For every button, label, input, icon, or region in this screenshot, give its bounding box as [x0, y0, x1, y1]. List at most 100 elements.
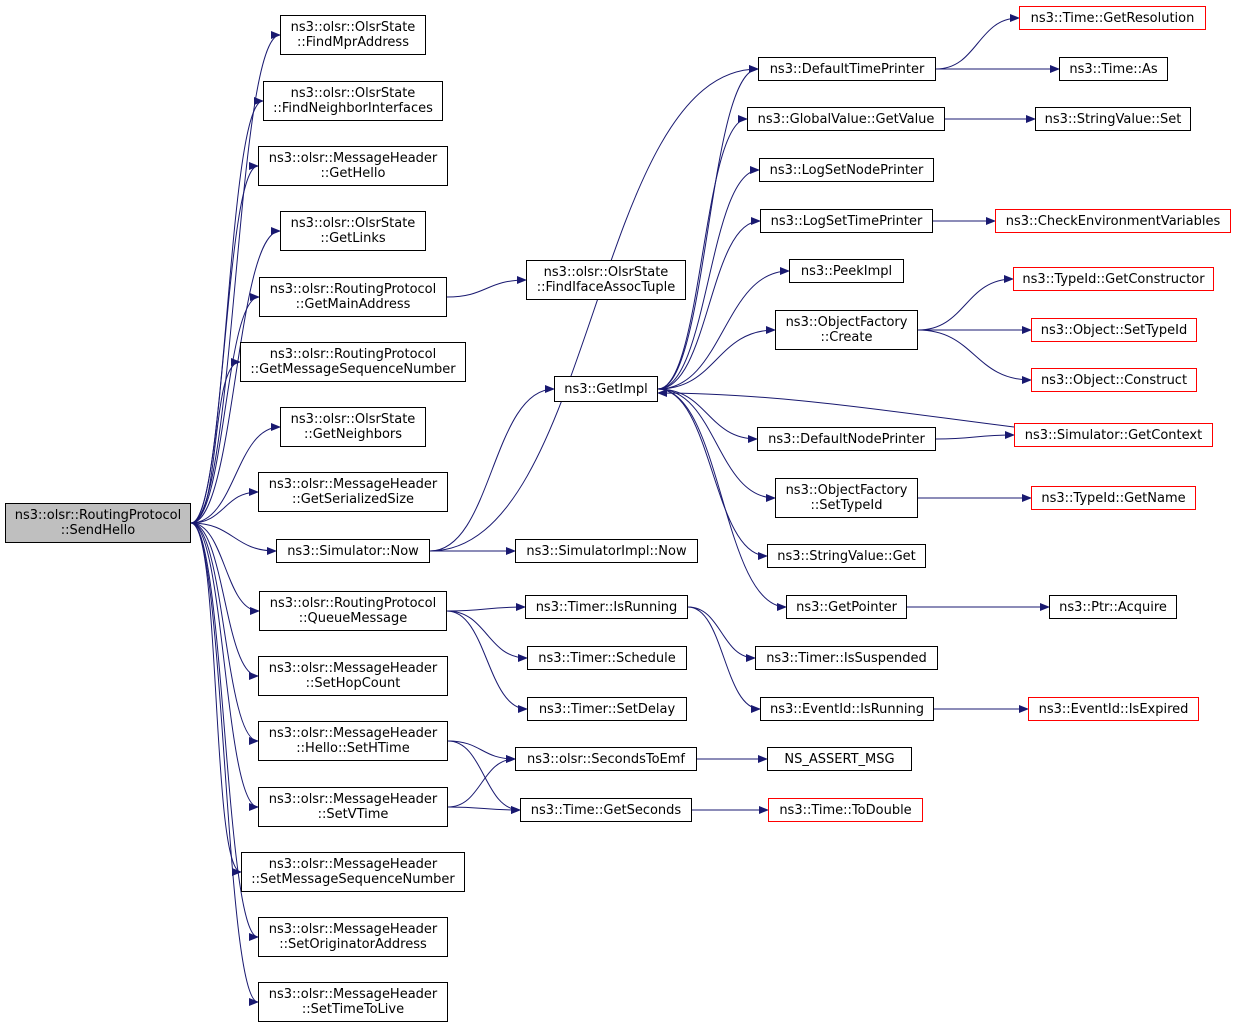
node-label: ns3::Time::GetResolution	[1030, 10, 1195, 26]
node-label: ns3::DefaultNodePrinter	[768, 431, 925, 447]
edge-setvtime-to-getseconds	[447, 805, 521, 814]
node-objectconstruct[interactable]: ns3::Object::Construct	[1031, 368, 1197, 392]
node-label: ns3::olsr::OlsrState	[290, 216, 416, 231]
node-simimplnow[interactable]: ns3::SimulatorImpl::Now	[515, 539, 698, 563]
node-getlinks[interactable]: ns3::olsr::OlsrState::GetLinks	[280, 211, 426, 251]
node-queuemsg[interactable]: ns3::olsr::RoutingProtocol::QueueMessage	[259, 591, 447, 631]
node-getserialized[interactable]: ns3::olsr::MessageHeader::GetSerializedS…	[258, 472, 448, 512]
node-label: ::GetSerializedSize	[291, 492, 415, 507]
node-typeidgetconstructor[interactable]: ns3::TypeId::GetConstructor	[1013, 267, 1214, 291]
node-objfactorycreate[interactable]: ns3::ObjectFactory::Create	[775, 310, 918, 350]
node-label: ::FindMprAddress	[297, 35, 409, 50]
node-getmainaddr[interactable]: ns3::olsr::RoutingProtocol::GetMainAddre…	[259, 277, 447, 317]
node-label: ns3::Object::SetTypeId	[1040, 322, 1188, 338]
edge-sethtime-to-getseconds	[447, 740, 521, 814]
node-getimpl[interactable]: ns3::GetImpl	[554, 376, 658, 402]
node-label: ::SetOriginatorAddress	[279, 937, 427, 952]
node-findneigh[interactable]: ns3::olsr::OlsrState::FindNeighborInterf…	[263, 81, 443, 121]
edge-getimpl-to-objfactorycreate	[657, 326, 776, 390]
node-label: ns3::Timer::Schedule	[538, 650, 676, 666]
node-label: ::FindNeighborInterfaces	[273, 101, 433, 116]
node-label: ns3::StringValue::Set	[1044, 111, 1182, 127]
node-label: ::FindIfaceAssocTuple	[536, 280, 676, 295]
node-label: ns3::olsr::RoutingProtocol	[14, 508, 182, 523]
edge-timerisrunning-to-eventidisrunning	[687, 606, 761, 713]
edge-sendhello-to-sethopcount	[190, 522, 259, 680]
node-secondstoemf[interactable]: ns3::olsr::SecondsToEmf	[515, 747, 697, 771]
node-label: ns3::GetPointer	[796, 599, 897, 615]
node-sethopcount[interactable]: ns3::olsr::MessageHeader::SetHopCount	[258, 656, 448, 696]
node-timegetresolution[interactable]: ns3::Time::GetResolution	[1019, 6, 1206, 30]
node-objectsettypeid[interactable]: ns3::Object::SetTypeId	[1031, 318, 1197, 342]
edge-getimpl-to-stringvalueget	[657, 388, 768, 560]
node-simnow[interactable]: ns3::Simulator::Now	[276, 539, 430, 563]
node-label: ::QueueMessage	[298, 611, 408, 626]
edge-sethtime-to-secondstoemf	[447, 740, 516, 763]
node-checkenv[interactable]: ns3::CheckEnvironmentVariables	[995, 209, 1231, 233]
edge-sendhello-to-setvtime	[190, 522, 259, 811]
node-sethtime[interactable]: ns3::olsr::MessageHeader::Hello::SetHTim…	[258, 721, 448, 761]
node-simgetcontext[interactable]: ns3::Simulator::GetContext	[1014, 423, 1213, 447]
node-findiface[interactable]: ns3::olsr::OlsrState::FindIfaceAssocTupl…	[526, 260, 686, 300]
node-label: ns3::Simulator::GetContext	[1024, 427, 1203, 443]
node-getmsgseq[interactable]: ns3::olsr::RoutingProtocol::GetMessageSe…	[240, 342, 466, 382]
node-timerissuspended[interactable]: ns3::Timer::IsSuspended	[755, 646, 938, 670]
node-typeidgetname[interactable]: ns3::TypeId::GetName	[1031, 486, 1196, 510]
node-timerisrunning[interactable]: ns3::Timer::IsRunning	[525, 595, 688, 619]
node-label: ns3::olsr::OlsrState	[543, 265, 669, 280]
node-defaulttimeprinter[interactable]: ns3::DefaultTimePrinter	[758, 57, 936, 81]
node-label: ::GetMessageSequenceNumber	[250, 362, 456, 377]
node-gethello[interactable]: ns3::olsr::MessageHeader::GetHello	[258, 146, 448, 186]
node-label: ns3::CheckEnvironmentVariables	[1005, 213, 1221, 229]
edge-sendhello-to-setorig	[190, 522, 259, 941]
edge-getimpl-to-objfactorysettypeid	[657, 388, 776, 502]
node-findmpr[interactable]: ns3::olsr::OlsrState::FindMprAddress	[280, 15, 426, 55]
node-nsassertmsg[interactable]: NS_ASSERT_MSG	[767, 747, 912, 771]
node-label: ns3::Time::As	[1069, 61, 1158, 77]
node-label: ns3::olsr::OlsrState	[290, 20, 416, 35]
node-objfactorysettypeid[interactable]: ns3::ObjectFactory::SetTypeId	[775, 478, 918, 518]
node-peekimpl[interactable]: ns3::PeekImpl	[789, 259, 904, 283]
node-label: ::SetTimeToLive	[301, 1002, 405, 1017]
node-logsetnodeprinter[interactable]: ns3::LogSetNodePrinter	[759, 158, 934, 182]
edge-queuemsg-to-timerschedule	[446, 610, 528, 662]
edge-sendhello-to-getneighbors	[190, 423, 281, 524]
edge-getimpl-to-logsetnodeprinter	[657, 166, 760, 390]
node-getneighbors[interactable]: ns3::olsr::OlsrState::GetNeighbors	[280, 407, 426, 447]
node-timeas[interactable]: ns3::Time::As	[1059, 57, 1168, 81]
node-timetodouble[interactable]: ns3::Time::ToDouble	[768, 798, 923, 822]
node-getseconds[interactable]: ns3::Time::GetSeconds	[520, 798, 692, 822]
node-eventidisrunning[interactable]: ns3::EventId::IsRunning	[760, 697, 934, 721]
node-label: ns3::GetImpl	[564, 381, 648, 397]
node-label: ns3::olsr::MessageHeader	[268, 661, 438, 676]
node-ptracquire[interactable]: ns3::Ptr::Acquire	[1049, 595, 1177, 619]
node-sendhello[interactable]: ns3::olsr::RoutingProtocol::SendHello	[5, 503, 191, 543]
edge-simnow-to-getimpl	[429, 385, 555, 552]
node-setorig[interactable]: ns3::olsr::MessageHeader::SetOriginatorA…	[258, 917, 448, 957]
node-setmsgseq[interactable]: ns3::olsr::MessageHeader::SetMessageSequ…	[241, 852, 465, 892]
node-getpointer[interactable]: ns3::GetPointer	[786, 595, 907, 619]
node-globalvaluegetvalue[interactable]: ns3::GlobalValue::GetValue	[747, 107, 945, 131]
node-label: ns3::StringValue::Get	[777, 548, 916, 564]
node-label: ::GetNeighbors	[303, 427, 403, 442]
node-label: ns3::Object::Construct	[1040, 372, 1188, 388]
node-defaultnodeprinter[interactable]: ns3::DefaultNodePrinter	[757, 427, 936, 451]
node-label: ns3::DefaultTimePrinter	[769, 61, 925, 77]
node-stringvalueget[interactable]: ns3::StringValue::Get	[767, 544, 926, 568]
node-logsettimeprinter[interactable]: ns3::LogSetTimePrinter	[760, 209, 933, 233]
node-eventidisexpired[interactable]: ns3::EventId::IsExpired	[1028, 697, 1199, 721]
node-timerschedule[interactable]: ns3::Timer::Schedule	[527, 646, 687, 670]
node-label: ns3::Timer::IsRunning	[535, 599, 678, 615]
node-label: ::SetHopCount	[305, 676, 401, 691]
node-stringvalueset[interactable]: ns3::StringValue::Set	[1035, 107, 1191, 131]
node-setttl[interactable]: ns3::olsr::MessageHeader::SetTimeToLive	[258, 982, 448, 1022]
node-label: ns3::olsr::SecondsToEmf	[526, 751, 685, 767]
node-label: ns3::Time::GetSeconds	[530, 802, 682, 818]
edge-defaulttimeprinter-to-timegetresolution	[935, 14, 1020, 70]
edge-defaultnodeprinter-to-simgetcontext	[935, 431, 1015, 440]
edge-objfactorycreate-to-objectconstruct	[917, 329, 1032, 384]
node-setvtime[interactable]: ns3::olsr::MessageHeader::SetVTime	[258, 787, 448, 827]
node-timersetdelay[interactable]: ns3::Timer::SetDelay	[527, 697, 687, 721]
edge-getmainaddr-to-findiface	[446, 276, 527, 298]
